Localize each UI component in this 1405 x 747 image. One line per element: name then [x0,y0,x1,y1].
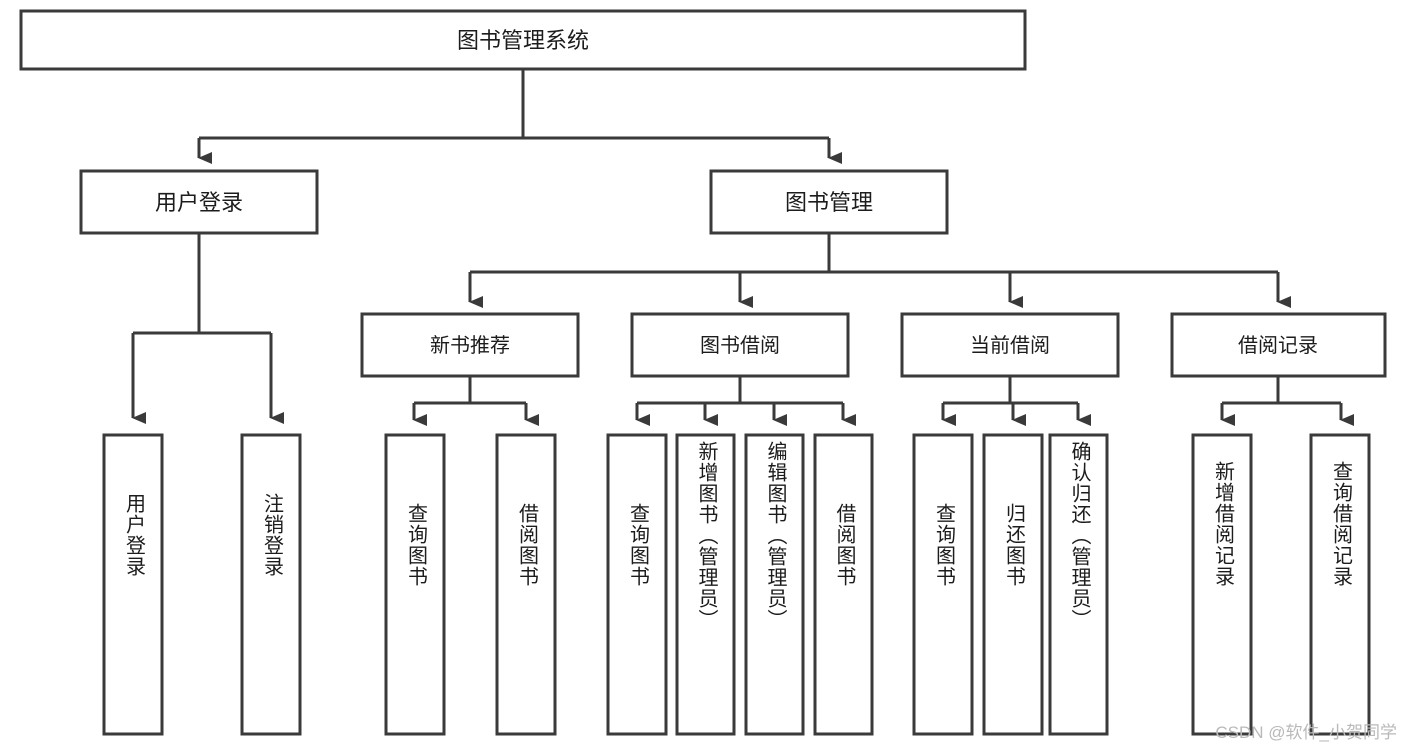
node-leaf-borrow-book-1[interactable] [495,433,557,736]
connector-userlogin-to-leaves [131,234,284,424]
connector-bookmanage-to-level3 [468,234,1291,308]
node-leaf-user-login[interactable] [102,433,164,736]
node-new-book-recommend-label: 新书推荐 [430,334,510,357]
csdn-watermark: CSDN @软件_小贺同学 [1215,723,1397,742]
node-book-manage[interactable]: 图书管理 [709,169,949,235]
node-user-login[interactable]: 用户登录 [79,169,319,235]
node-leaf-query-book-1[interactable] [384,433,446,736]
node-borrow-record[interactable]: 借阅记录 [1170,312,1387,378]
node-leaf-edit-book[interactable] [744,433,805,736]
node-book-borrow[interactable]: 图书借阅 [630,312,850,378]
connector-currentborrow-to-leaves [941,376,1091,426]
node-leaf-confirm-return[interactable] [1048,433,1109,736]
connector-root-to-level2 [197,70,842,164]
node-leaf-return-book[interactable] [982,433,1044,736]
connector-bookborrow-to-leaves [635,376,856,426]
node-current-borrow[interactable]: 当前借阅 [900,312,1120,378]
node-leaf-add-record[interactable] [1191,433,1253,736]
node-leaf-query-record[interactable] [1309,433,1371,736]
node-current-borrow-label: 当前借阅 [970,334,1050,357]
connector-newbook-to-leaves [412,376,539,426]
node-root-label: 图书管理系统 [457,28,589,53]
node-leaf-logout-login[interactable] [240,433,302,736]
leaf-boxes [102,433,1371,736]
node-leaf-query-book-3[interactable] [912,433,974,736]
connector-borrowrecord-to-leaves [1220,376,1354,426]
node-book-borrow-label: 图书借阅 [700,334,780,357]
node-leaf-add-book[interactable] [675,433,736,736]
node-leaf-borrow-book-2[interactable] [813,433,874,736]
node-book-manage-label: 图书管理 [785,190,873,215]
node-user-login-label: 用户登录 [155,190,243,215]
node-root[interactable]: 图书管理系统 [19,9,1027,71]
node-leaf-query-book-2[interactable] [606,433,668,736]
node-borrow-record-label: 借阅记录 [1238,334,1318,357]
node-new-book-recommend[interactable]: 新书推荐 [360,312,580,378]
